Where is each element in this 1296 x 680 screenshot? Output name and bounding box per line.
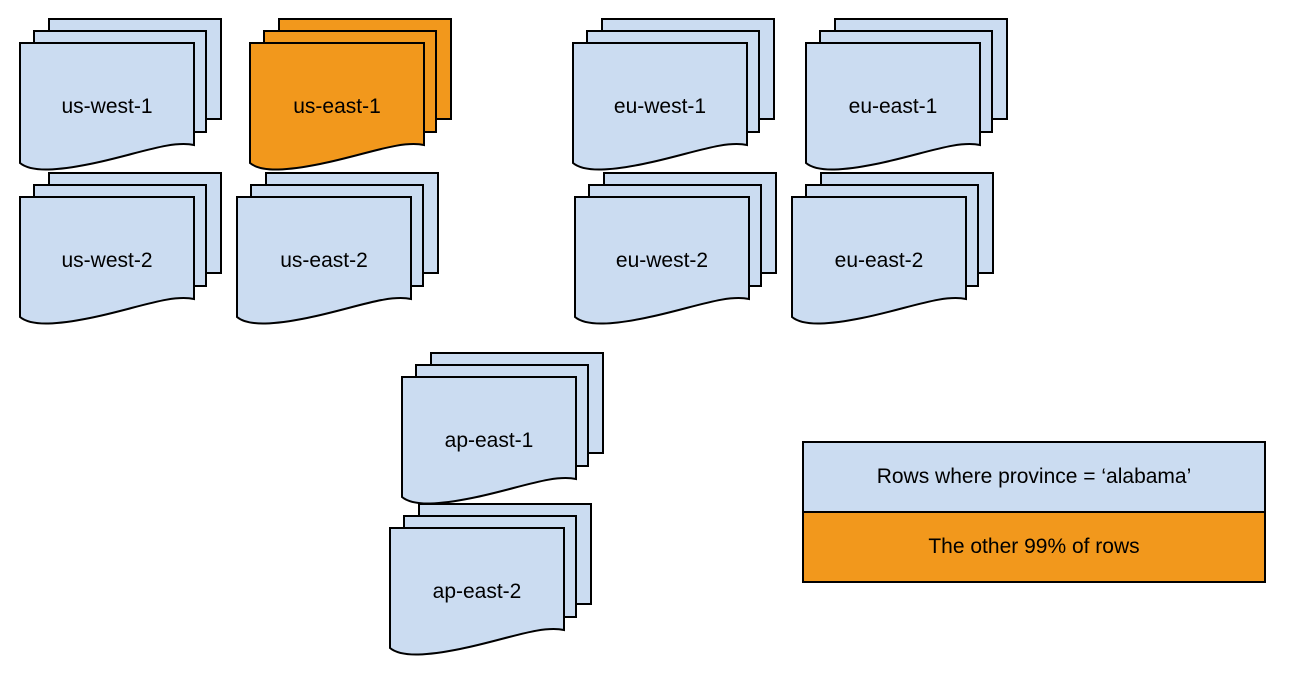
region-label: us-west-1 [61,95,152,118]
region-stack-us-east-2: us-east-2 [235,171,441,331]
document-front-sheet-icon [572,42,748,171]
document-front-sheet-icon [401,376,577,505]
region-stack-us-west-1: us-west-1 [18,17,224,177]
region-stack-eu-west-2: eu-west-2 [573,171,779,331]
region-label: us-east-1 [293,95,381,118]
region-label: eu-west-2 [616,249,708,272]
region-label: eu-west-1 [614,95,706,118]
document-front-sheet-icon [236,196,412,325]
region-label: us-west-2 [61,249,152,272]
region-stack-eu-west-1: eu-west-1 [571,17,777,177]
region-stack-us-east-1: us-east-1 [248,17,454,177]
document-front-sheet-icon [249,42,425,171]
legend-item-other-rows: The other 99% of rows [804,511,1264,581]
document-front-sheet-icon [805,42,981,171]
legend-item-label: The other 99% of rows [928,535,1140,558]
legend-item-alabama-rows: Rows where province = ‘alabama’ [804,443,1264,511]
region-label: ap-east-1 [445,429,534,452]
region-label: us-east-2 [280,249,368,272]
region-stack-eu-east-2: eu-east-2 [790,171,996,331]
region-stack-ap-east-1: ap-east-1 [400,351,606,511]
document-front-sheet-icon [19,196,195,325]
document-front-sheet-icon [791,196,967,325]
document-front-sheet-icon [574,196,750,325]
region-label: eu-east-1 [849,95,938,118]
region-stack-ap-east-2: ap-east-2 [388,502,594,662]
document-front-sheet-icon [19,42,195,171]
region-stack-eu-east-1: eu-east-1 [804,17,1010,177]
legend: Rows where province = ‘alabama’ The othe… [802,441,1266,583]
region-label: eu-east-2 [835,249,924,272]
legend-item-label: Rows where province = ‘alabama’ [876,465,1192,488]
region-stack-us-west-2: us-west-2 [18,171,224,331]
document-front-sheet-icon [389,527,565,656]
region-label: ap-east-2 [433,580,522,603]
